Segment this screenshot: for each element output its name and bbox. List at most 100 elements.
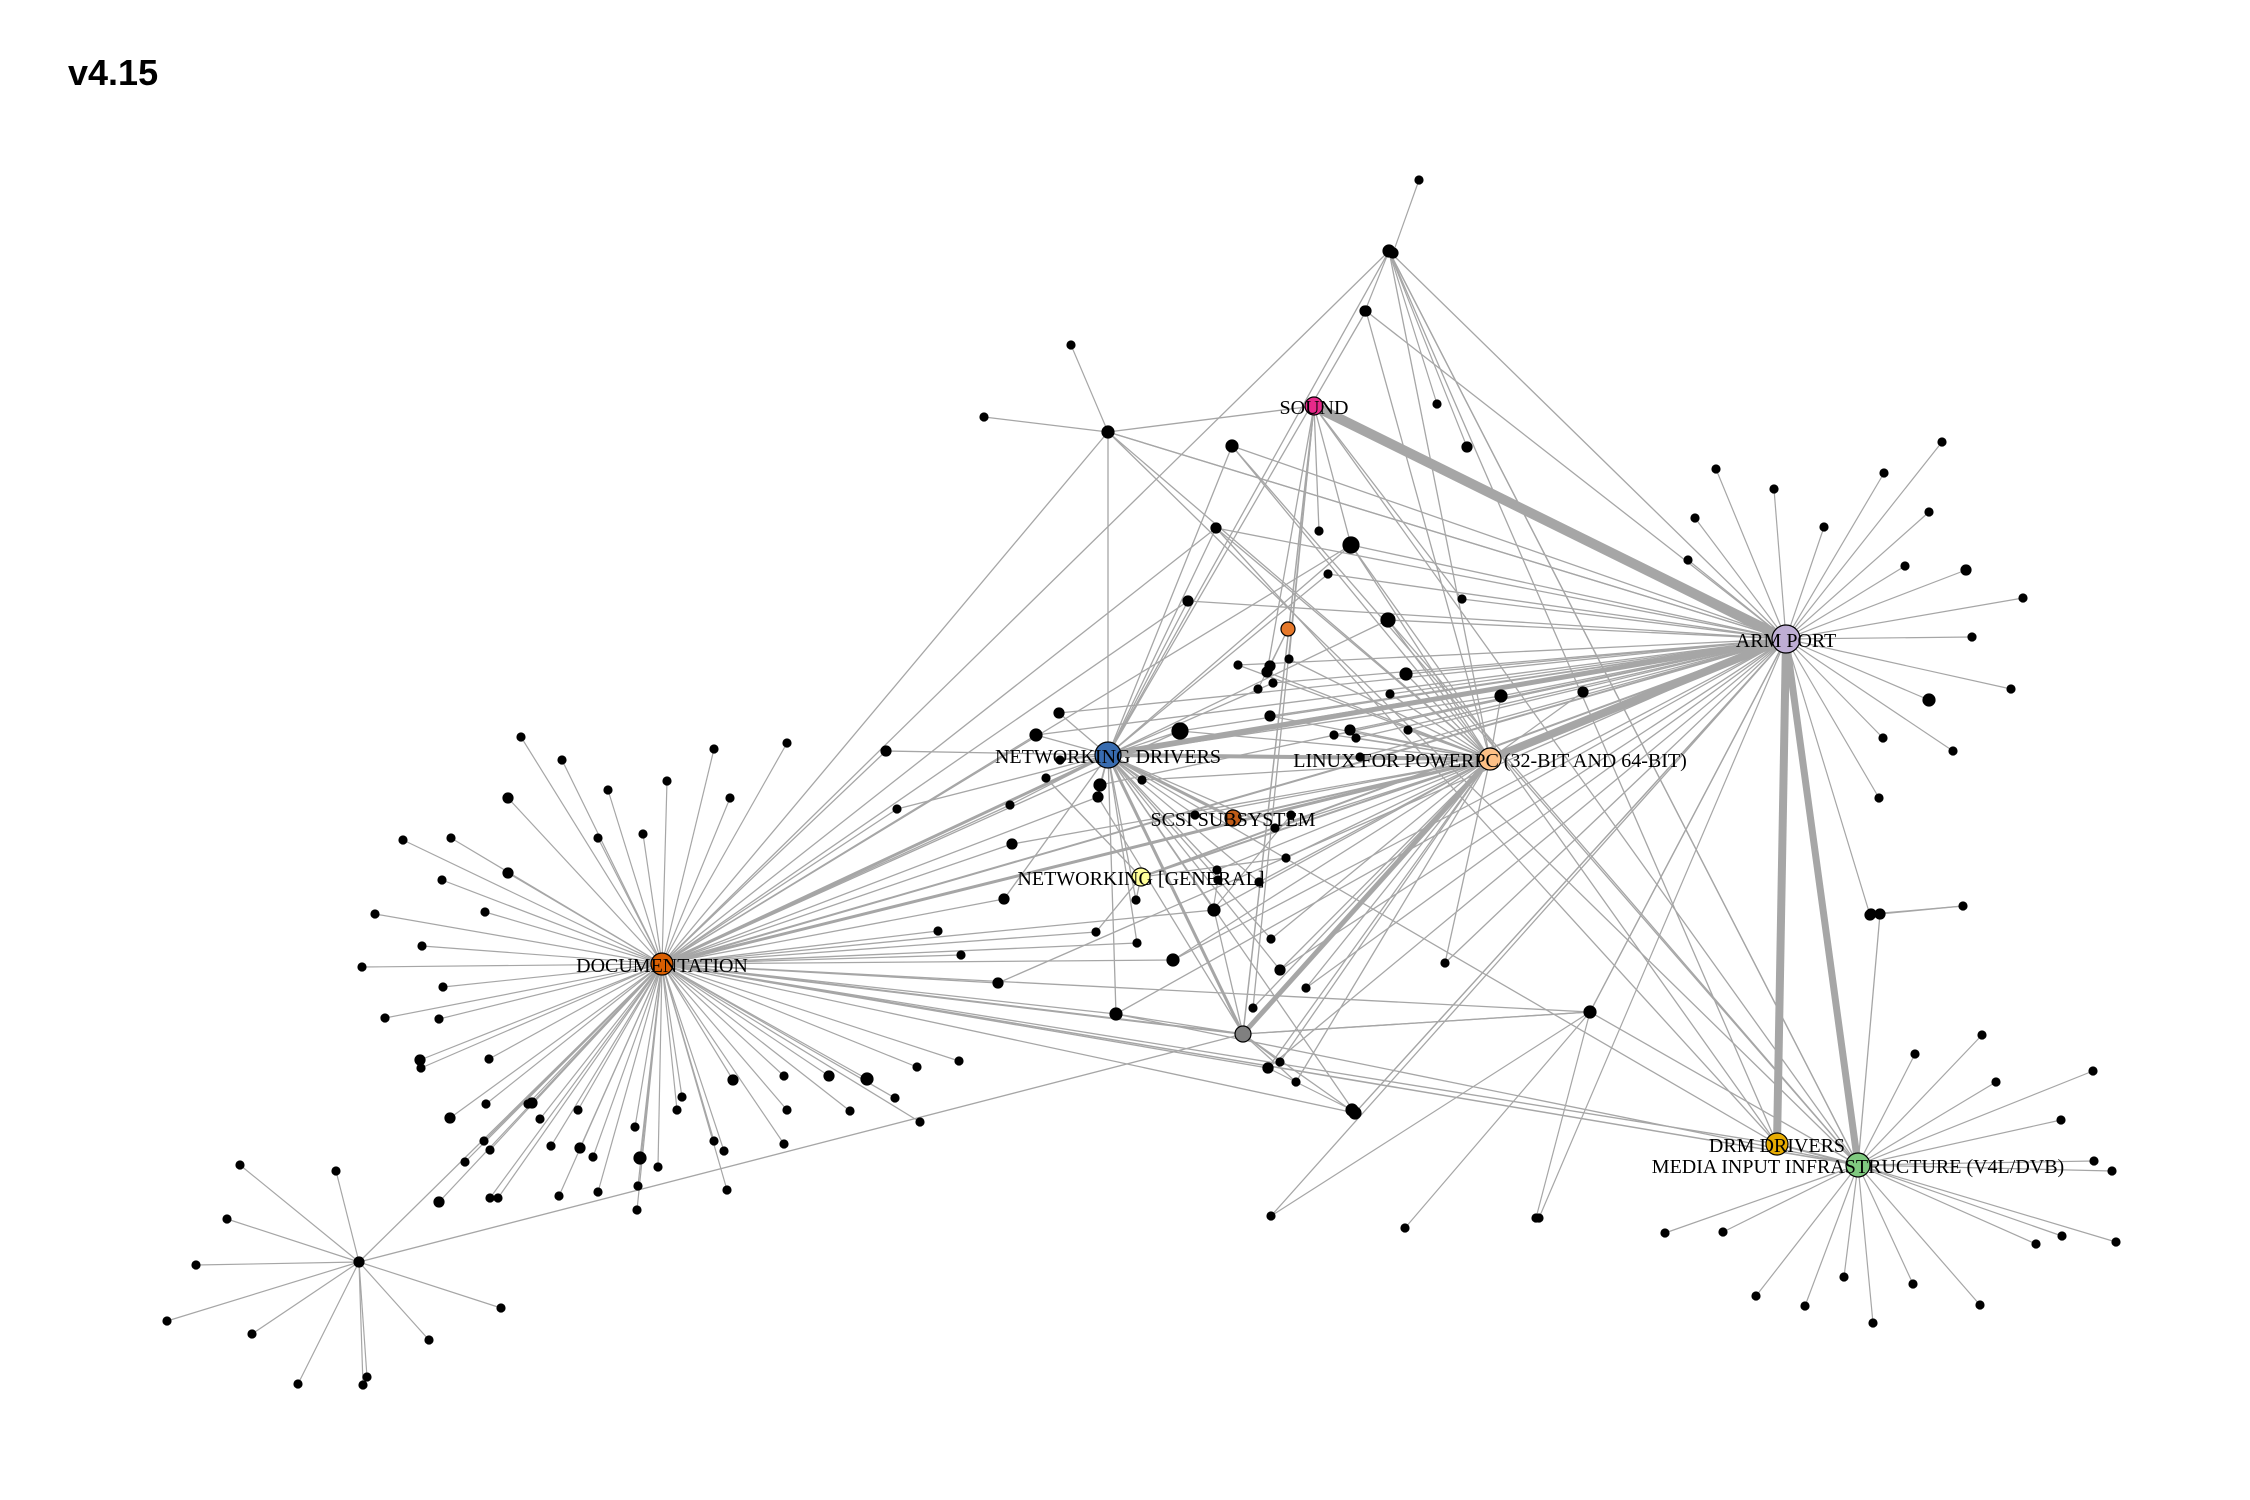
graph-edge — [661, 959, 1174, 965]
graph-edge — [374, 913, 663, 965]
intermediate-node — [1266, 934, 1276, 944]
graph-edge — [1242, 1011, 1591, 1035]
intermediate-node — [1355, 752, 1365, 762]
graph-edge — [1785, 638, 1930, 701]
intermediate-node — [1399, 667, 1413, 681]
graph-edge — [1388, 250, 1468, 448]
intermediate-node — [1132, 938, 1142, 948]
leaf-node — [1900, 561, 1910, 571]
graph-edge — [592, 963, 663, 1158]
intermediate-node — [1131, 895, 1141, 905]
leaf-node — [1213, 875, 1223, 885]
graph-edge — [1857, 1070, 2094, 1166]
graph-edge — [1313, 405, 1320, 532]
leaf-node — [890, 1093, 900, 1103]
graph-edge — [1388, 250, 1787, 640]
graph-edge — [1350, 544, 1778, 1145]
leaf-node — [516, 732, 526, 742]
intermediate-node — [1212, 865, 1222, 875]
leaf-node — [725, 793, 735, 803]
junction-node — [1864, 909, 1876, 921]
intermediate-node — [892, 804, 902, 814]
leaf-node — [593, 833, 603, 843]
intermediate-node — [1268, 678, 1278, 688]
graph-edge — [361, 963, 663, 968]
graph-edge — [661, 796, 1099, 965]
leaf-node — [526, 1097, 538, 1109]
graph-edge — [1843, 1164, 1859, 1278]
leaf-node — [235, 1160, 245, 1170]
hub-node-doc — [650, 952, 674, 976]
graph-edge — [661, 954, 962, 965]
graph-edge — [1589, 1011, 1859, 1166]
leaf-node — [1839, 1272, 1849, 1282]
graph-edge — [1231, 445, 1859, 1166]
intermediate-node — [1053, 707, 1065, 719]
leaf-node — [502, 867, 514, 879]
leaf-node — [293, 1379, 303, 1389]
graph-edge — [1857, 1164, 1914, 1285]
graph-edge — [661, 963, 960, 1062]
leaf-node — [677, 1092, 687, 1102]
graph-edge — [297, 1261, 360, 1385]
graph-edge — [661, 963, 830, 1077]
graph-edge — [1538, 638, 1787, 1219]
graph-edge — [1266, 671, 1491, 760]
leaf-node — [331, 1166, 341, 1176]
graph-edge — [1215, 527, 1491, 760]
leaf-node — [380, 1013, 390, 1023]
hub-node-scsi — [1224, 809, 1242, 827]
leaf-node — [653, 1162, 663, 1172]
graph-edge — [1107, 250, 1390, 756]
graph-edge — [1388, 250, 1438, 405]
graph-edge — [1241, 757, 1492, 1036]
graph-edge — [1355, 638, 1787, 739]
graph-edge — [1215, 527, 1787, 640]
leaf-node — [782, 738, 792, 748]
graph-edge — [1097, 796, 1244, 1035]
intermediate-node — [998, 893, 1010, 905]
graph-edge — [577, 963, 663, 1111]
graph-edge — [449, 963, 663, 1119]
intermediate-node — [1233, 660, 1243, 670]
graph-edge — [661, 963, 683, 1098]
leaf-node — [1683, 555, 1693, 565]
graph-edge — [1444, 758, 1491, 964]
intermediate-node — [1380, 612, 1396, 628]
graph-edge — [1664, 1164, 1859, 1234]
hub-label-netgen: NETWORKING [GENERAL] — [1017, 868, 1264, 890]
graph-edge — [520, 736, 663, 965]
graph-edge — [1011, 758, 1491, 845]
graph-edge — [1270, 1011, 1591, 1217]
leaf-node — [398, 835, 408, 845]
graph-edge — [1387, 619, 1491, 760]
hub-label-media: MEDIA INPUT INFRASTRUCTURE (V4L/DVB) — [1652, 1156, 2064, 1178]
leaf-node — [546, 1141, 556, 1151]
graph-edge — [539, 963, 663, 1120]
graph-edge — [166, 1261, 360, 1322]
leaf-node — [479, 1136, 489, 1146]
graph-edge — [1785, 638, 1871, 916]
graph-edge — [1107, 405, 1315, 433]
graph-edge — [442, 963, 663, 988]
leaf-node — [915, 1117, 925, 1127]
graph-edge — [661, 963, 678, 1111]
graph-edge — [661, 963, 851, 1112]
intermediate-node — [1348, 1106, 1362, 1120]
graph-edge — [1107, 754, 1281, 971]
graph-edge — [1804, 1164, 1859, 1307]
hub-node-drm — [1765, 1132, 1789, 1156]
graph-edge — [597, 963, 663, 1193]
intermediate-node — [1301, 983, 1311, 993]
minor-hub-node — [1234, 1025, 1252, 1043]
graph-edge — [661, 963, 725, 1152]
graph-edge — [484, 911, 663, 965]
leaf-node — [358, 1380, 368, 1390]
leaf-node — [593, 1187, 603, 1197]
leaf-node — [437, 875, 447, 885]
graph-edge — [661, 843, 1013, 965]
intermediate-node — [1270, 823, 1280, 833]
graph-edge — [438, 963, 663, 1020]
graph-edge — [1267, 758, 1491, 1069]
leaf-node — [554, 1191, 564, 1201]
